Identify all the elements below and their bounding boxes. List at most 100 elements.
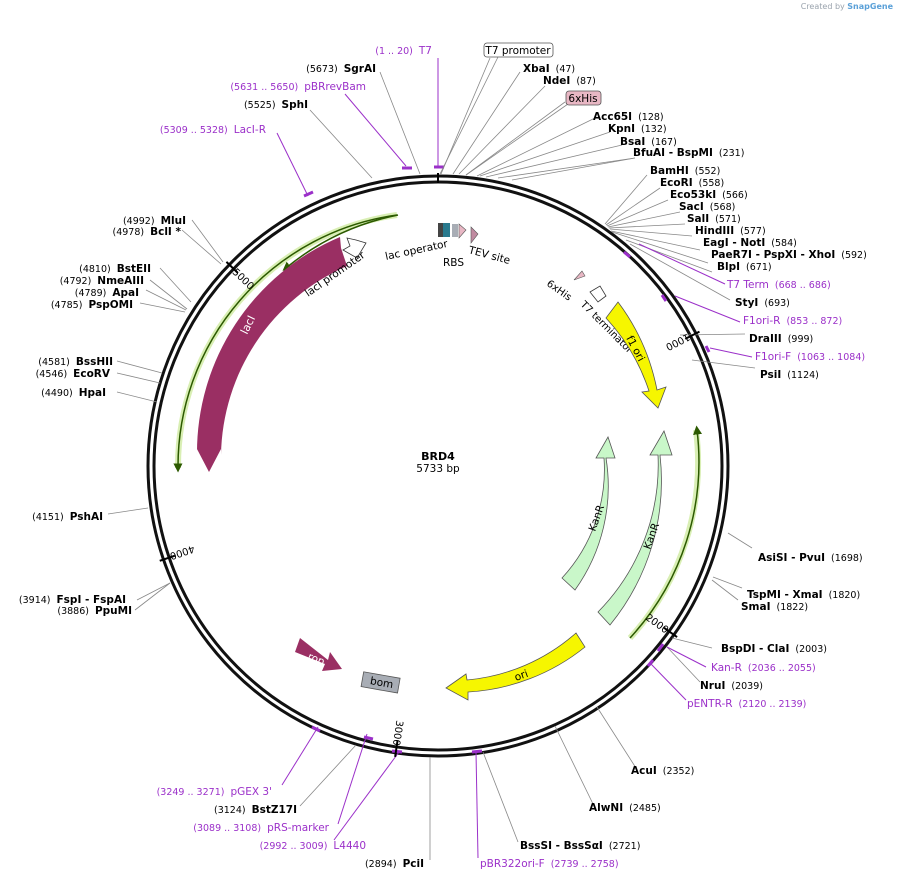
site-label: SmaI(1822) xyxy=(741,601,808,613)
site-label: (5525)SphI xyxy=(244,99,308,111)
site-label: (4992)MluI xyxy=(123,215,186,227)
site-label: Eco53kI(566) xyxy=(670,189,748,201)
lac-operator-label: lac operator xyxy=(384,238,449,263)
t7-promoter-label: T7 promoter xyxy=(484,45,551,57)
site-label: Acc65I(128) xyxy=(593,111,664,123)
primer-label: (1 .. 20)T7 xyxy=(375,45,432,57)
tev-site-arrow xyxy=(470,226,479,244)
site-label: EagI - NotI(584) xyxy=(703,237,797,249)
t7-promoter-callout: T7 promoter xyxy=(439,42,554,175)
site-label: BssSI - BssSαI(2721) xyxy=(520,840,640,852)
site-label: BfuAI - BspMI(231) xyxy=(633,147,744,159)
site-label: BsaI(167) xyxy=(620,136,677,148)
site-label: AsiSI - PvuI(1698) xyxy=(758,552,863,564)
orf-arc-kan xyxy=(629,425,703,639)
his-box-label: 6xHis xyxy=(568,93,597,105)
bom-feature: bom xyxy=(360,671,401,694)
scale-tick-label: 1000 xyxy=(664,331,692,352)
primer-label: F1ori-F(1063 .. 1084) xyxy=(755,351,865,363)
site-label: (4792)NmeAIII xyxy=(60,275,144,287)
site-label: (4581)BssHII xyxy=(38,356,113,368)
site-label: HindIII(577) xyxy=(695,225,766,237)
site-label: (4789)ApaI xyxy=(75,287,139,299)
site-label: AlwNI(2485) xyxy=(589,802,661,814)
primer-label: pBR322ori-F(2739 .. 2758) xyxy=(480,858,619,870)
site-label: NruI(2039) xyxy=(700,680,763,692)
primer-label: (3249 .. 3271)pGEX 3' xyxy=(157,786,272,798)
kanR-feature-2 xyxy=(597,430,673,626)
site-label: SalI(571) xyxy=(687,213,741,225)
site-label: BlpI(671) xyxy=(717,261,772,273)
label-connectors xyxy=(107,57,756,860)
his-inner-arrow xyxy=(573,270,586,281)
snapgene-logo: SnapGene xyxy=(847,2,893,11)
tev-site-label: TEV site xyxy=(466,244,511,267)
his-inner-label: 6xHis xyxy=(544,278,573,303)
f1-ori-feature xyxy=(605,301,667,409)
orf-arc-glow-2 xyxy=(627,429,701,641)
kanR-feature-1 xyxy=(561,436,616,591)
orf-arrows xyxy=(173,212,703,641)
primer-label: pENTR-R(2120 .. 2139) xyxy=(687,698,806,710)
site-label: (4978)BclI * xyxy=(113,226,182,238)
primer-connectors xyxy=(276,58,753,859)
scale-tick xyxy=(225,261,239,274)
site-label: SacI(568) xyxy=(679,201,735,213)
primer-labels: (1 .. 20)T7 (5631 .. 5650)pBRrevBam (530… xyxy=(157,45,865,870)
site-labels-left: (2894)PciI (3124)BstZ17I (3914)FspI - Fs… xyxy=(19,63,424,870)
site-label: AcuI(2352) xyxy=(631,765,694,777)
site-label: KpnI(132) xyxy=(608,123,667,135)
scale-tick xyxy=(663,626,678,638)
snapgene-credit: Created by SnapGene xyxy=(801,2,893,11)
site-label: (4490)HpaI xyxy=(41,387,106,399)
site-label: BamHI(552) xyxy=(650,165,720,177)
site-label: XbaI(47) xyxy=(523,63,575,75)
orf-arc-small xyxy=(282,214,399,271)
primer-label: (5631 .. 5650)pBRrevBam xyxy=(230,81,366,93)
primer-label: Kan-R(2036 .. 2055) xyxy=(711,662,816,674)
scale-tick-label: 2000 xyxy=(643,612,670,636)
site-label: NdeI(87) xyxy=(543,75,596,87)
scale-tick xyxy=(394,740,399,758)
scale-tick-label: 3000 xyxy=(390,720,405,747)
site-label: TspMI - XmaI(1820) xyxy=(747,589,860,601)
primer-label: (2992 .. 3009)L4440 xyxy=(260,840,366,852)
site-label: BspDI - ClaI(2003) xyxy=(721,643,827,655)
t7-promoter-mark xyxy=(438,223,443,237)
credit-prefix: Created by xyxy=(800,2,845,11)
site-label: DraIII(999) xyxy=(749,333,813,345)
lac-operator-box xyxy=(443,223,450,237)
scale-tick-label: 4000 xyxy=(168,542,196,561)
lacI-feature xyxy=(196,237,347,472)
site-label: StyI(693) xyxy=(735,297,790,309)
his-tag-callout: 6xHis xyxy=(465,90,602,176)
site-label: (3124)BstZ17I xyxy=(214,804,297,816)
primer-label: T7 Term(668 .. 686) xyxy=(726,279,831,291)
site-label: (3886)PpuMI xyxy=(57,605,132,617)
primer-label: F1ori-R(853 .. 872) xyxy=(743,315,842,327)
primer-label: (3089 .. 3108)pRS-marker xyxy=(193,822,329,834)
site-label: PaeR7I - PspXI - XhoI(592) xyxy=(711,249,867,261)
ori-label: ori xyxy=(513,668,530,684)
primer-marks xyxy=(303,165,711,754)
site-label: (5673)SgrAI xyxy=(306,63,376,75)
ori-feature xyxy=(445,632,586,701)
scale-tick xyxy=(159,554,176,562)
rop-label: rop xyxy=(306,651,327,669)
rbs-label: RBS xyxy=(443,257,464,269)
site-label: EcoRI(558) xyxy=(660,177,724,189)
site-label: (4810)BstEII xyxy=(79,263,151,275)
site-label: (4785)PspOMI xyxy=(51,299,133,311)
site-label: (3914)FspI - FspAI xyxy=(19,594,126,606)
site-label: (4151)PshAI xyxy=(32,511,103,523)
site-labels: XbaI(47) NdeI(87) Acc65I(128) KpnI(132) … xyxy=(520,63,867,852)
his-tag-arrow xyxy=(458,223,467,239)
rop-feature xyxy=(295,638,342,671)
primer-label: (5309 .. 5328)LacI-R xyxy=(160,124,266,136)
lacI-promoter-arrow xyxy=(342,237,367,259)
site-label: PsiI(1124) xyxy=(760,369,819,381)
plasmid-name: BRD4 xyxy=(421,450,455,463)
kanR-label-2: KanR xyxy=(642,521,663,551)
orf-arc-lacI xyxy=(173,214,398,473)
